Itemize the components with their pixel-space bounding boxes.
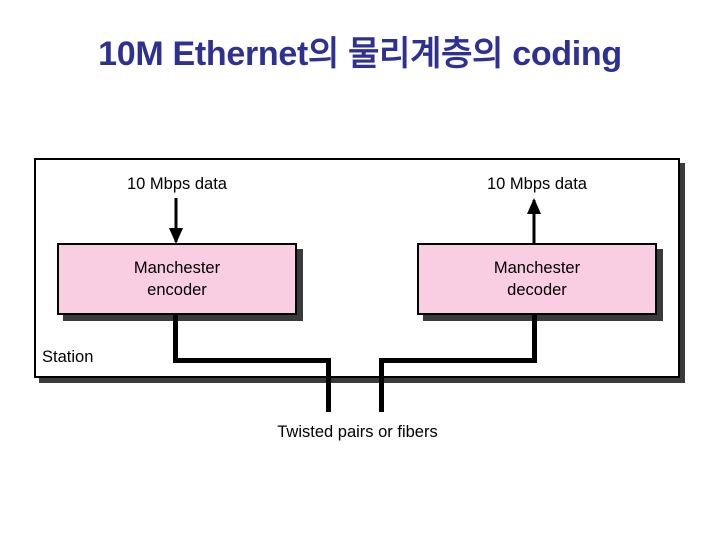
wire-encoder-down bbox=[173, 315, 178, 363]
wire-decoder-drop bbox=[379, 358, 384, 412]
encoder-label-line2: encoder bbox=[147, 281, 207, 299]
wire-decoder-left bbox=[379, 358, 537, 363]
decoder-label-line1: Manchester bbox=[493, 258, 581, 277]
label-transmission-medium: Twisted pairs or fibers bbox=[277, 423, 438, 441]
arrow-down-icon bbox=[169, 198, 183, 244]
manchester-encoder-box: Manchester encoder bbox=[57, 243, 297, 315]
wire-decoder-down bbox=[532, 315, 537, 363]
manchester-decoder-box: Manchester decoder bbox=[417, 243, 657, 315]
label-left-data-rate: 10 Mbps data bbox=[127, 175, 227, 193]
encoder-label-line1: Manchester bbox=[133, 258, 221, 277]
arrow-up-icon bbox=[527, 198, 541, 244]
label-right-data-rate: 10 Mbps data bbox=[487, 175, 587, 193]
decoder-label-line2: decoder bbox=[507, 281, 567, 299]
page-title: 10M Ethernet의 물리계층의 coding bbox=[98, 35, 622, 73]
wire-encoder-drop bbox=[326, 358, 331, 412]
label-station: Station bbox=[42, 348, 94, 366]
wire-encoder-right bbox=[173, 358, 331, 363]
